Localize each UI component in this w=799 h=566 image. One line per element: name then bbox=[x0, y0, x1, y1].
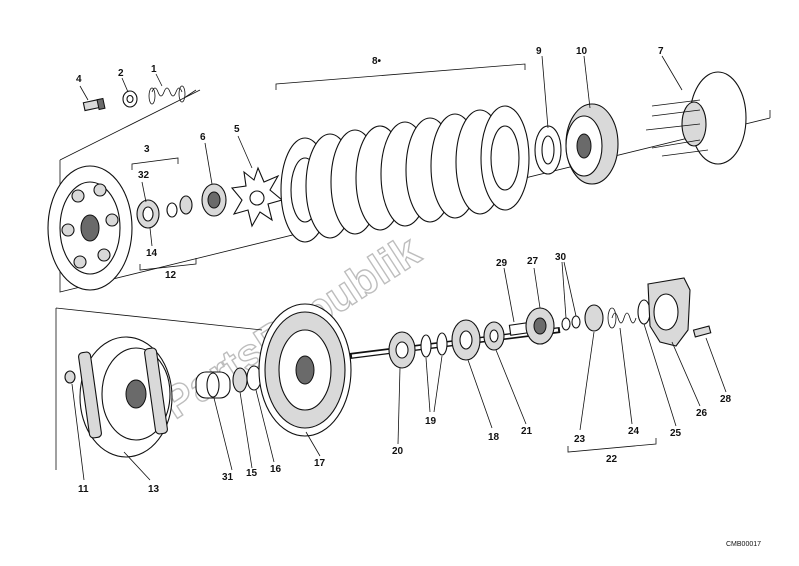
label-24: 24 bbox=[628, 426, 640, 437]
label-23: 23 bbox=[574, 434, 586, 445]
label-6: 6 bbox=[200, 132, 206, 143]
sleeve-part-31 bbox=[195, 371, 231, 399]
label-21: 21 bbox=[521, 426, 533, 437]
slave-cylinder-part-26 bbox=[647, 277, 691, 347]
bearing-part-18 bbox=[451, 319, 481, 361]
label-4: 4 bbox=[76, 74, 82, 85]
primary-gear-part-17 bbox=[258, 303, 352, 437]
bushing-part-20 bbox=[388, 331, 416, 369]
circlip-part bbox=[166, 202, 178, 218]
label-8: 8• bbox=[372, 56, 382, 67]
spring-part-1 bbox=[148, 85, 186, 105]
spring-part-24 bbox=[607, 307, 637, 329]
label-14: 14 bbox=[146, 248, 158, 259]
label-17: 17 bbox=[314, 458, 326, 469]
label-12: 12 bbox=[165, 270, 177, 281]
label-25: 25 bbox=[670, 428, 682, 439]
callout-labels: 4 2 1 3 6 5 32 14 12 8• 9 10 7 29 27 30 … bbox=[76, 46, 732, 495]
bolt-part-4 bbox=[82, 97, 106, 112]
label-3: 3 bbox=[144, 144, 150, 155]
label-26: 26 bbox=[696, 408, 708, 419]
ring-part-9 bbox=[534, 125, 562, 175]
label-9: 9 bbox=[536, 46, 542, 57]
leader-lines bbox=[71, 55, 727, 481]
bush-part-15 bbox=[232, 367, 248, 393]
label-29: 29 bbox=[496, 258, 508, 269]
bearing-part-14 bbox=[136, 199, 160, 229]
bearing-part-21 bbox=[483, 321, 505, 351]
o-rings-part-30 bbox=[561, 315, 581, 331]
clutch-basket-part-13 bbox=[78, 336, 173, 458]
label-28: 28 bbox=[720, 394, 732, 405]
label-1: 1 bbox=[151, 64, 157, 75]
label-30: 30 bbox=[555, 252, 567, 263]
pin-part-11 bbox=[64, 370, 76, 384]
label-7: 7 bbox=[658, 46, 664, 57]
label-31: 31 bbox=[222, 472, 234, 483]
label-13: 13 bbox=[148, 484, 160, 495]
piston-part-23 bbox=[584, 304, 604, 332]
label-27: 27 bbox=[527, 256, 539, 267]
label-22: 22 bbox=[606, 454, 618, 465]
seal-part-25 bbox=[637, 299, 651, 325]
bolt-part-28 bbox=[692, 325, 712, 338]
drawing-code: CMB00017 bbox=[726, 541, 761, 548]
label-15: 15 bbox=[246, 468, 258, 479]
washer-part-2 bbox=[122, 90, 138, 108]
lower-plane-outline bbox=[55, 307, 263, 470]
clutch-hub-part-10 bbox=[565, 103, 619, 185]
label-11: 11 bbox=[78, 484, 89, 495]
bushing-part-32 bbox=[179, 195, 193, 215]
label-5: 5 bbox=[234, 124, 240, 135]
label-10: 10 bbox=[576, 46, 588, 57]
bearing-part-27 bbox=[525, 307, 555, 345]
label-18: 18 bbox=[488, 432, 500, 443]
label-19: 19 bbox=[425, 416, 437, 427]
label-32: 32 bbox=[138, 170, 150, 181]
drive-drum-part-7 bbox=[645, 71, 747, 165]
label-20: 20 bbox=[392, 446, 404, 457]
washers-part-19 bbox=[420, 332, 448, 358]
bearing-part-6 bbox=[201, 183, 227, 217]
label-16: 16 bbox=[270, 464, 282, 475]
clutch-plate-stack-part-8 bbox=[280, 105, 530, 243]
brackets bbox=[131, 63, 657, 453]
pressure-plate-part bbox=[47, 165, 133, 291]
label-2: 2 bbox=[118, 68, 124, 79]
star-spring-part-5 bbox=[230, 166, 284, 228]
